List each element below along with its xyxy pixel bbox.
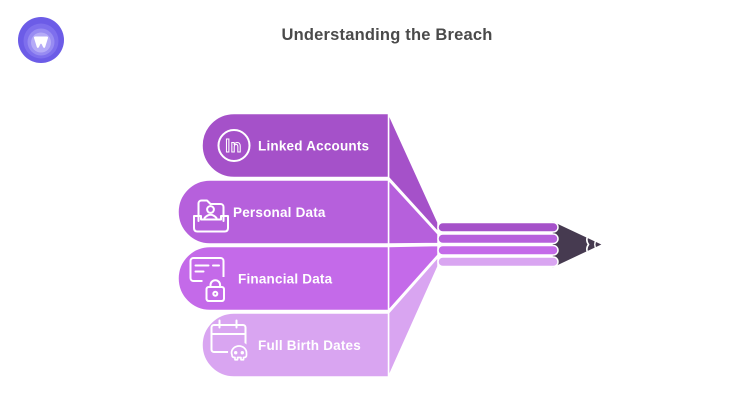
strand-financial-data	[437, 244, 559, 256]
bar-personal-data: Personal Data	[177, 179, 390, 245]
strand-linked-accounts	[437, 221, 559, 233]
inbox-person-icon	[193, 199, 229, 233]
pencil-tip	[551, 219, 605, 270]
bar-full-birth-dates-shape	[201, 312, 390, 378]
skull-outline	[230, 345, 248, 361]
strand-group	[437, 221, 559, 268]
bar-personal-data-shape	[177, 179, 390, 245]
strand-full-birth-dates	[437, 256, 559, 268]
bar-linked-accounts-shape	[201, 112, 390, 179]
bar-linked-accounts: ln Linked Accounts	[201, 112, 390, 179]
pencil-tip-wave-large	[586, 232, 591, 257]
strand-personal-data	[437, 233, 559, 245]
svg-text:ln: ln	[225, 136, 242, 156]
skull-eye-right	[240, 351, 244, 355]
bar-full-birth-dates: Full Birth Dates	[201, 312, 390, 378]
inbox-tray	[193, 215, 229, 233]
bar-label: Financial Data	[238, 271, 333, 286]
pencil-tip-group	[551, 219, 605, 270]
bar-label: Linked Accounts	[258, 138, 369, 153]
visme-brand-logo[interactable]	[17, 16, 65, 64]
credit-card-lock-icon	[189, 257, 228, 304]
skull-eye-left	[234, 351, 238, 355]
bar-financial-data-shape	[177, 245, 390, 312]
logo-w-mark	[33, 36, 49, 49]
bar-financial-data: Financial Data	[177, 245, 390, 312]
taper-group	[387, 113, 439, 378]
calendar-skull-icon	[210, 319, 250, 364]
bar-label: Full Birth Dates	[258, 338, 361, 353]
bar-label: Personal Data	[233, 205, 326, 220]
pencil-tip-wave-small	[594, 238, 598, 251]
page-title: Understanding the Breach	[281, 26, 493, 44]
linkedin-in-icon: ln	[217, 129, 251, 162]
